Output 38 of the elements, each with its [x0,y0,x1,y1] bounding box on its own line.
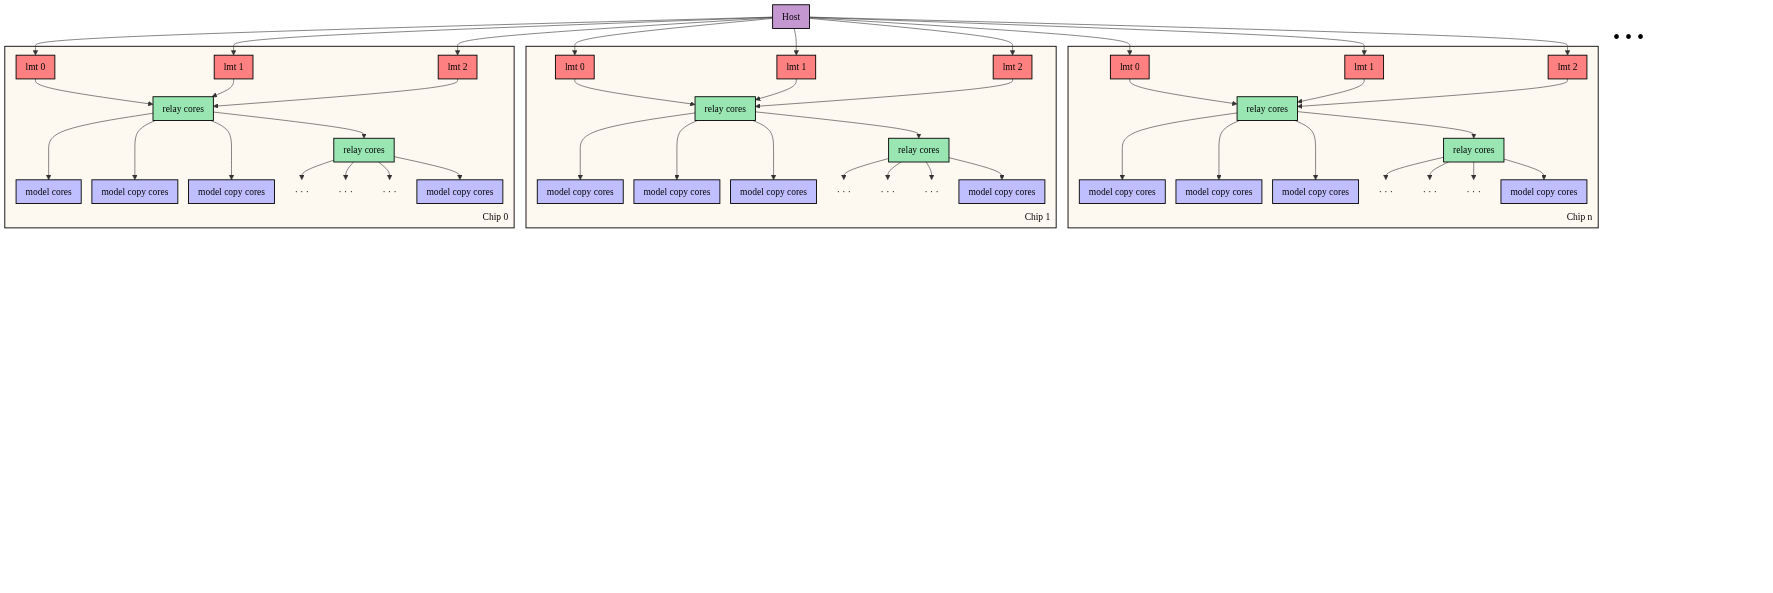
node-box: lmt 0 [15,54,56,80]
node-box: lmt 2 [992,54,1033,80]
node-box: model copy cores [536,179,624,204]
node-box: model copy cores [958,179,1046,204]
node-box: model copy cores [188,179,275,204]
node-box: model copy cores [1078,179,1166,204]
node-box: model copy cores [730,179,817,204]
node-box: lmt 1 [1344,54,1385,80]
node-text: · · · [1378,186,1393,197]
node-text: · · · [338,186,353,197]
node-text: · · · [1466,186,1481,197]
node-text: · · · [294,186,309,197]
node-box: model copy cores [91,179,179,204]
node-box: model copy cores [416,179,504,204]
node-box: lmt 2 [437,54,478,80]
node-box: relay cores [694,96,756,121]
node-box: relay cores [1443,137,1505,163]
ellipsis-label: • • • [1613,26,1645,49]
node-box: relay cores [333,137,395,163]
node-box: model copy cores [1500,179,1588,204]
node-text: · · · [880,186,895,197]
node-box: lmt 2 [1547,54,1588,80]
node-box: model cores [15,179,82,204]
node-box: lmt 1 [776,54,817,80]
node-text: · · · [924,186,939,197]
node-text: · · · [382,186,397,197]
node-box: lmt 0 [1109,54,1150,80]
node-box: relay cores [152,96,214,121]
node-text: · · · [836,186,851,197]
node-box: model copy cores [1272,179,1359,204]
node-box: relay cores [888,137,950,163]
node-text: · · · [1422,186,1437,197]
node-box: model copy cores [1175,179,1263,204]
node-box: lmt 0 [554,54,595,80]
node-box: Host [772,4,810,29]
node-box: model copy cores [633,179,721,204]
node-box: lmt 1 [213,54,254,80]
node-box: relay cores [1236,96,1298,121]
